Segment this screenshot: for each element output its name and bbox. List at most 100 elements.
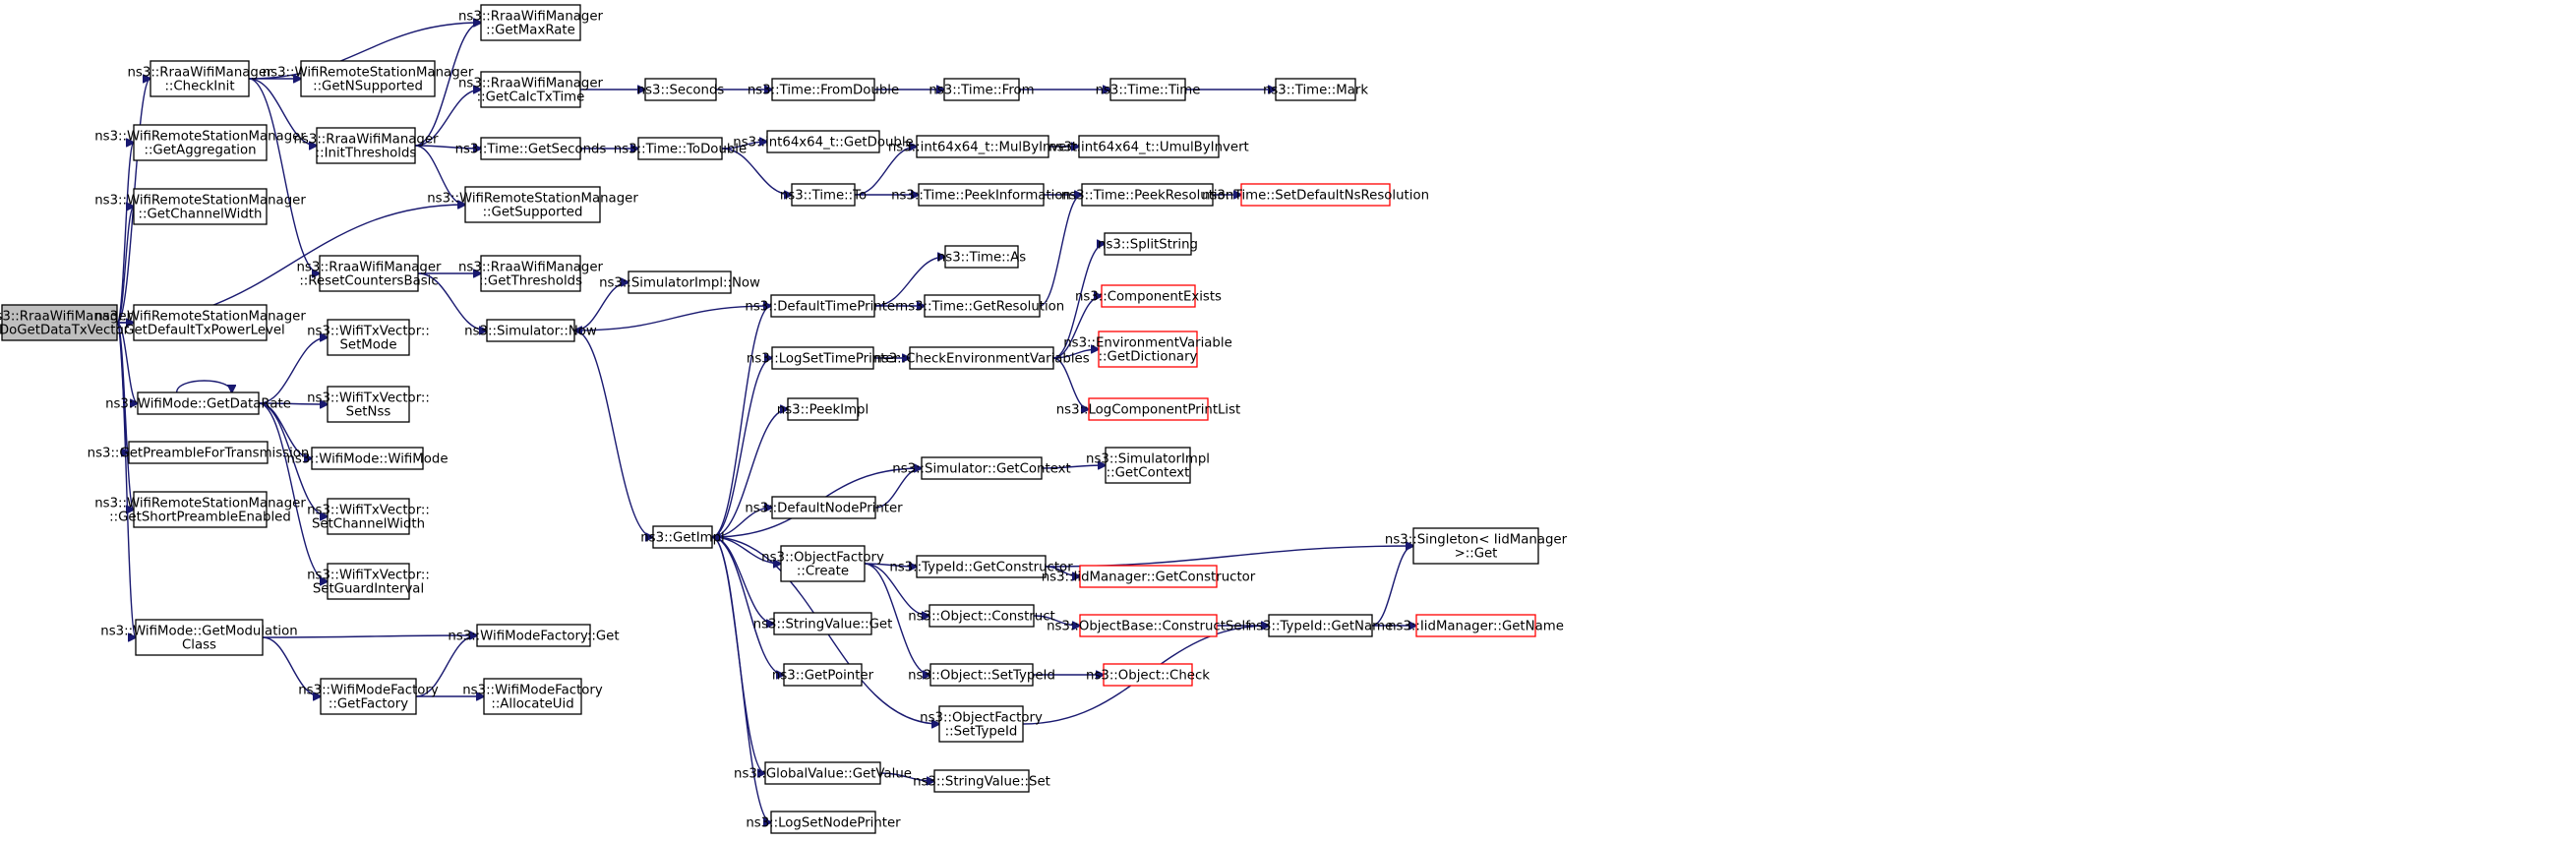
node-get-dictionary[interactable]: ns3::EnvironmentVariable::GetDictionary bbox=[1063, 331, 1232, 368]
node-label: ns3::GetImpl bbox=[640, 531, 724, 546]
node-simulator-now[interactable]: ns3::Simulator::Now bbox=[464, 319, 597, 342]
node-peek-information[interactable]: ns3::Time::PeekInformation bbox=[891, 183, 1071, 207]
node-box bbox=[924, 294, 1041, 318]
node-object-check[interactable]: ns3::Object::Check bbox=[1086, 663, 1210, 687]
node-singleton-get[interactable]: ns3::Singleton< IidManager >::Get bbox=[1385, 527, 1568, 565]
node-object-construct[interactable]: ns3::Object::Construct bbox=[908, 604, 1055, 628]
node-type-id-get-name[interactable]: ns3::TypeId::GetName bbox=[1248, 614, 1394, 637]
node-global-value-get-value[interactable]: ns3::GlobalValue::GetValue bbox=[734, 761, 912, 785]
node-log-component-print-list[interactable]: ns3::LogComponentPrintList bbox=[1056, 397, 1241, 421]
edge-simulator-now-to-get-impl bbox=[573, 330, 653, 537]
node-get-pointer[interactable]: ns3::GetPointer bbox=[772, 663, 874, 687]
node-default-node-printer[interactable]: ns3::DefaultNodePrinter bbox=[745, 496, 903, 519]
node-check-environment-variables[interactable]: ns3::CheckEnvironmentVariables bbox=[873, 346, 1090, 370]
node-log-set-node-printer[interactable]: ns3::LogSetNodePrinter bbox=[746, 811, 901, 834]
node-time-to[interactable]: ns3::Time::To bbox=[780, 183, 867, 207]
node-box bbox=[943, 78, 1020, 101]
node-time-mark[interactable]: ns3::Time::Mark bbox=[1263, 78, 1368, 101]
node-label: ns3::RraaWifiManager bbox=[458, 77, 604, 91]
node-set-default-ns-resolution[interactable]: ns3::Time::SetDefaultNsResolution bbox=[1202, 183, 1429, 207]
node-get-preamble-for-transmission[interactable]: ns3::GetPreambleForTransmission bbox=[88, 441, 310, 464]
node-to-double[interactable]: ns3::Time::ToDouble bbox=[614, 137, 747, 160]
node-time-get-seconds[interactable]: ns3::Time::GetSeconds bbox=[455, 137, 607, 160]
node-default-time-printer[interactable]: ns3::DefaultTimePrinter bbox=[745, 294, 901, 318]
node-umul-by-invert[interactable]: ns3::int64x64_t::UmulByInvert bbox=[1048, 135, 1249, 158]
node-get-channel-width[interactable]: ns3::WifiRemoteStationManager::GetChanne… bbox=[94, 188, 306, 225]
node-simulator-impl-get-context[interactable]: ns3::SimulatorImpl::GetContext bbox=[1086, 447, 1210, 484]
node-time-as[interactable]: ns3::Time::As bbox=[937, 245, 1026, 269]
node-box bbox=[133, 188, 268, 225]
node-simulator-get-context[interactable]: ns3::Simulator::GetContext bbox=[892, 456, 1071, 480]
node-label: Class bbox=[182, 638, 216, 653]
node-box bbox=[1268, 614, 1373, 637]
node-time-from[interactable]: ns3::Time::From bbox=[929, 78, 1035, 101]
node-set-channel-width[interactable]: ns3::WifiTxVector::SetChannelWidth bbox=[307, 498, 430, 535]
node-box bbox=[637, 137, 723, 160]
node-box bbox=[319, 255, 419, 292]
node-get-supported[interactable]: ns3::WifiRemoteStationManager::GetSuppor… bbox=[427, 186, 638, 223]
node-get-thresholds[interactable]: ns3::RraaWifiManager::GetThresholds bbox=[458, 255, 604, 292]
node-allocate-uid[interactable]: ns3::WifiModeFactory::AllocateUid bbox=[462, 678, 603, 715]
node-simulator-impl-now[interactable]: ns3::SimulatorImpl::Now bbox=[599, 271, 760, 294]
node-string-value-get[interactable]: ns3::StringValue::Get bbox=[753, 612, 893, 635]
node-iid-get-constructor[interactable]: ns3::IidManager::GetConstructor bbox=[1042, 565, 1256, 588]
node-box bbox=[1105, 447, 1191, 484]
edge-time-to-to-mul-by-invert bbox=[854, 147, 917, 196]
node-peek-resolution[interactable]: ns3::Time::PeekResolution bbox=[1061, 183, 1233, 207]
node-get-aggregation[interactable]: ns3::WifiRemoteStationManager::GetAggreg… bbox=[94, 124, 306, 161]
node-box bbox=[1103, 663, 1193, 687]
node-get-constructor[interactable]: ns3::TypeId::GetConstructor bbox=[889, 555, 1073, 578]
node-int64-get-double[interactable]: ns3::int64x64_t::GetDouble bbox=[733, 130, 914, 153]
node-construct-self[interactable]: ns3::ObjectBase::ConstructSelf bbox=[1047, 614, 1250, 637]
node-box bbox=[128, 441, 269, 464]
node-object-factory-create[interactable]: ns3::ObjectFactory::Create bbox=[761, 545, 884, 582]
node-box bbox=[929, 604, 1035, 628]
node-wifi-mode-ctor[interactable]: ns3::WifiMode::WifiMode bbox=[286, 447, 449, 470]
node-time-time[interactable]: ns3::Time::Time bbox=[1096, 78, 1201, 101]
node-mul-by-invert[interactable]: ns3::int64x64_t::MulByInvert bbox=[888, 135, 1077, 158]
node-label: ::GetContext bbox=[1107, 466, 1190, 481]
node-label: ::SetTypeId bbox=[945, 725, 1018, 740]
edge-get-factory-to-wifi-mode-factory-get bbox=[415, 635, 477, 697]
node-label: ns3::SimulatorImpl::Now bbox=[599, 276, 760, 291]
node-box bbox=[628, 271, 732, 294]
edge-default-time-printer-to-simulator-now bbox=[574, 305, 772, 331]
edge-check-init-to-init-thresholds bbox=[248, 78, 317, 146]
node-label: ns3::Time::PeekInformation bbox=[891, 189, 1071, 204]
node-object-set-type-id[interactable]: ns3::Object::SetTypeId bbox=[908, 663, 1055, 687]
node-box bbox=[933, 769, 1030, 793]
edge-get-impl-to-default-time-printer bbox=[711, 306, 771, 538]
node-do-get-data-tx-vector[interactable]: ns3::RraaWifiManager::DoGetDataTxVector bbox=[0, 304, 133, 341]
node-reset-counters-basic[interactable]: ns3::RraaWifiManager::ResetCountersBasic bbox=[297, 255, 443, 292]
node-label: ::GetShortPreambleEnabled bbox=[109, 511, 291, 525]
node-init-thresholds[interactable]: ns3::RraaWifiManager::InitThresholds bbox=[294, 127, 440, 164]
node-box bbox=[944, 245, 1019, 269]
node-get-factory[interactable]: ns3::WifiModeFactory::GetFactory bbox=[298, 678, 439, 715]
node-check-init[interactable]: ns3::RraaWifiManager::CheckInit bbox=[128, 60, 273, 97]
node-set-guard-interval[interactable]: ns3::WifiTxVector::SetGuardInterval bbox=[307, 563, 430, 600]
node-get-default-tx-power-level[interactable]: ns3::WifiRemoteStationManager::GetDefaul… bbox=[94, 304, 306, 341]
node-set-nss[interactable]: ns3::WifiTxVector::SetNss bbox=[307, 386, 430, 423]
node-get-data-rate[interactable]: ns3::WifiMode::GetDataRate bbox=[105, 391, 291, 415]
node-set-mode[interactable]: ns3::WifiTxVector::SetMode bbox=[307, 319, 430, 356]
node-get-short-preamble-enabled[interactable]: ns3::WifiRemoteStationManager::GetShortP… bbox=[94, 491, 306, 528]
node-split-string[interactable]: ns3::SplitString bbox=[1098, 232, 1198, 256]
node-from-double[interactable]: ns3::Time::FromDouble bbox=[748, 78, 899, 101]
node-get-nsupported[interactable]: ns3::WifiRemoteStationManager::GetNSuppo… bbox=[263, 60, 474, 97]
node-box bbox=[770, 294, 875, 318]
node-peek-impl[interactable]: ns3::PeekImpl bbox=[777, 397, 869, 421]
node-get-calc-tx-time[interactable]: ns3::RraaWifiManager::GetCalcTxTime bbox=[458, 71, 604, 108]
node-box bbox=[1079, 565, 1218, 588]
node-seconds[interactable]: ns3::Seconds bbox=[637, 78, 725, 101]
node-iid-get-name[interactable]: ns3::IidManager::GetName bbox=[1388, 614, 1564, 637]
node-get-impl[interactable]: ns3::GetImpl bbox=[640, 525, 725, 549]
node-component-exists[interactable]: ns3::ComponentExists bbox=[1075, 284, 1222, 308]
node-box bbox=[327, 498, 410, 535]
node-get-max-rate[interactable]: ns3::RraaWifiManager::GetMaxRate bbox=[458, 4, 604, 41]
node-string-value-set[interactable]: ns3::StringValue::Set bbox=[913, 769, 1050, 793]
node-log-set-time-printer[interactable]: ns3::LogSetTimePrinter bbox=[747, 346, 900, 370]
node-wifi-mode-factory-get[interactable]: ns3::WifiModeFactory::Get bbox=[448, 624, 620, 647]
node-get-resolution[interactable]: ns3::Time::GetResolution bbox=[900, 294, 1064, 318]
node-factory-set-type-id[interactable]: ns3::ObjectFactory::SetTypeId bbox=[920, 705, 1043, 743]
